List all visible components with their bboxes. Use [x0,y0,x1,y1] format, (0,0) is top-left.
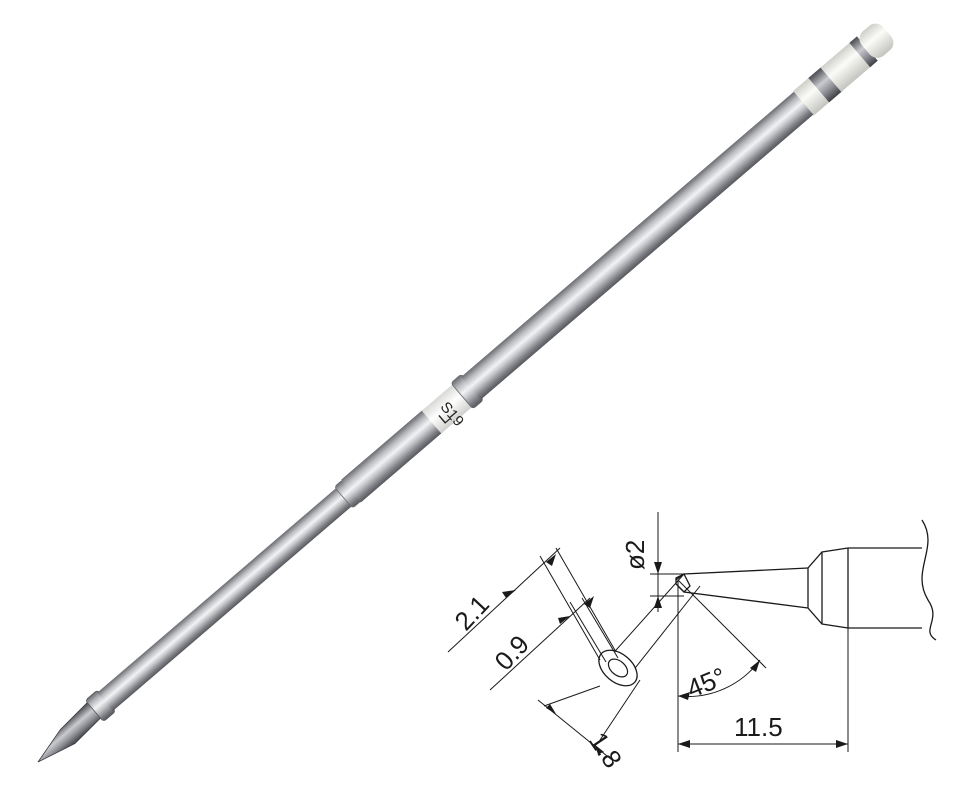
face-depth-label: 1.8 [583,727,628,774]
label-band [421,383,474,434]
tip-length-label: 11.5 [734,712,783,742]
rear-shaft [461,90,815,400]
ceramic-end-cap [859,23,894,58]
contact-ring-2 [849,36,878,68]
dimension-drawing: ø2 45° 11.5 [447,512,937,774]
front-shaft [97,485,355,712]
tip-face-view: 2.1 0.9 1.8 [447,547,701,774]
ceramic-sleeve-2 [820,41,872,92]
shaft-diameter-dimension: ø2 [620,512,684,612]
tip-body: S19 L [37,23,894,763]
ceramic-sleeve-1 [793,76,831,116]
tip-length-dimension: 11.5 [678,628,849,752]
bevel-width-label: 2.1 [448,589,495,636]
bevel-angle-label: 45° [683,661,731,704]
shaft-diameter-label: ø2 [620,540,650,570]
mid-shaft [341,409,443,503]
tip-profile [675,519,937,641]
face-inner-label: 0.9 [488,629,535,676]
contact-ring-1 [808,66,843,103]
